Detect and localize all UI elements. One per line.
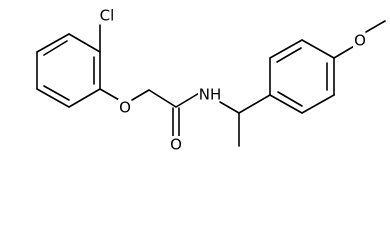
ring-bond bbox=[301, 94, 335, 114]
amide-nitrogen-label: NH bbox=[199, 86, 222, 104]
aromatic-inner-bond bbox=[277, 91, 303, 107]
chlorophenyl-ring bbox=[36, 33, 101, 108]
chlorine-label: Cl bbox=[100, 7, 115, 25]
ring-bond bbox=[269, 39, 303, 59]
aromatic-inner-bond bbox=[43, 85, 70, 101]
methine-aryl-bond bbox=[238, 94, 271, 114]
aromatic-inner-bond bbox=[276, 47, 302, 63]
amide-nitrogen-knockout bbox=[198, 86, 222, 104]
ring-bond bbox=[301, 39, 335, 59]
ether-oxygen-label: O bbox=[119, 99, 131, 117]
aryl-methoxy-oxygen-bond bbox=[333, 44, 357, 59]
aryl-ether-bond bbox=[99, 88, 122, 102]
ring-bond bbox=[269, 94, 303, 114]
nitrogen-methine-bond bbox=[219, 101, 240, 114]
carbonyl-oxygen-label: O bbox=[170, 136, 182, 154]
molecule-drawing: Cl O O NH bbox=[36, 7, 386, 154]
ring-bond bbox=[36, 88, 70, 108]
ring-bond bbox=[68, 88, 101, 108]
ether-methylene-bond bbox=[131, 89, 150, 101]
aromatic-inner-bond bbox=[43, 40, 68, 56]
carbonyl-nitrogen-bond bbox=[175, 91, 202, 108]
ether-oxygen-knockout bbox=[118, 99, 132, 117]
chemical-structure-diagram: Cl O O NH bbox=[36, 7, 386, 154]
methoxy-oxygen-label: O bbox=[354, 32, 366, 50]
ring-bond bbox=[68, 33, 101, 53]
carbonyl-oxygen-knockout bbox=[169, 136, 183, 154]
methoxyphenyl-ring bbox=[269, 39, 335, 114]
methoxy-methyl-bond bbox=[365, 20, 386, 33]
methylene-carbonyl-bond bbox=[148, 89, 177, 108]
methoxy-oxygen-knockout bbox=[353, 32, 367, 50]
ring-bond bbox=[36, 33, 70, 53]
